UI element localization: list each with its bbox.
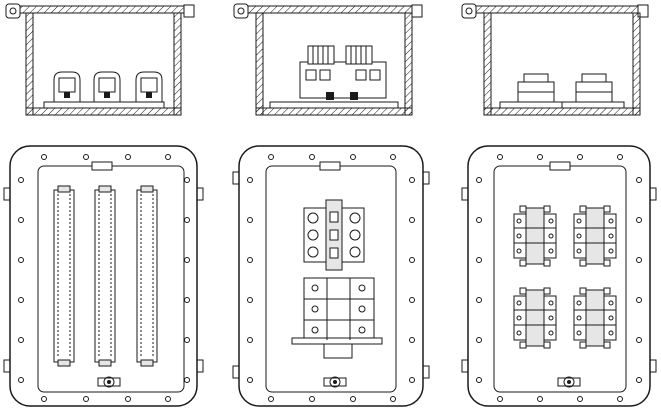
switch-head bbox=[303, 199, 365, 271]
earth-terminal-icon bbox=[323, 376, 347, 388]
relay-block bbox=[573, 287, 617, 349]
earth-terminal-icon bbox=[557, 376, 581, 388]
relay-block bbox=[513, 287, 557, 349]
section-view-terminal-blocks bbox=[5, 3, 195, 116]
relay-block bbox=[573, 205, 617, 267]
section-view-relay-sockets bbox=[461, 3, 649, 116]
section-view-switch-assembly bbox=[233, 3, 423, 116]
terminal-block-profile bbox=[93, 71, 121, 103]
plan-view-switch-assembly bbox=[232, 145, 430, 407]
terminal-rail bbox=[94, 185, 116, 367]
terminal-block-profile bbox=[135, 71, 163, 103]
plan-view-terminal-rails bbox=[3, 145, 204, 407]
plan-view-relay-blocks bbox=[461, 145, 657, 407]
switch-body bbox=[291, 277, 383, 359]
earth-terminal-icon bbox=[97, 376, 121, 388]
terminal-rail bbox=[136, 185, 158, 367]
relay-block bbox=[513, 205, 557, 267]
terminal-rail bbox=[53, 185, 75, 367]
terminal-block-profile bbox=[53, 71, 81, 103]
